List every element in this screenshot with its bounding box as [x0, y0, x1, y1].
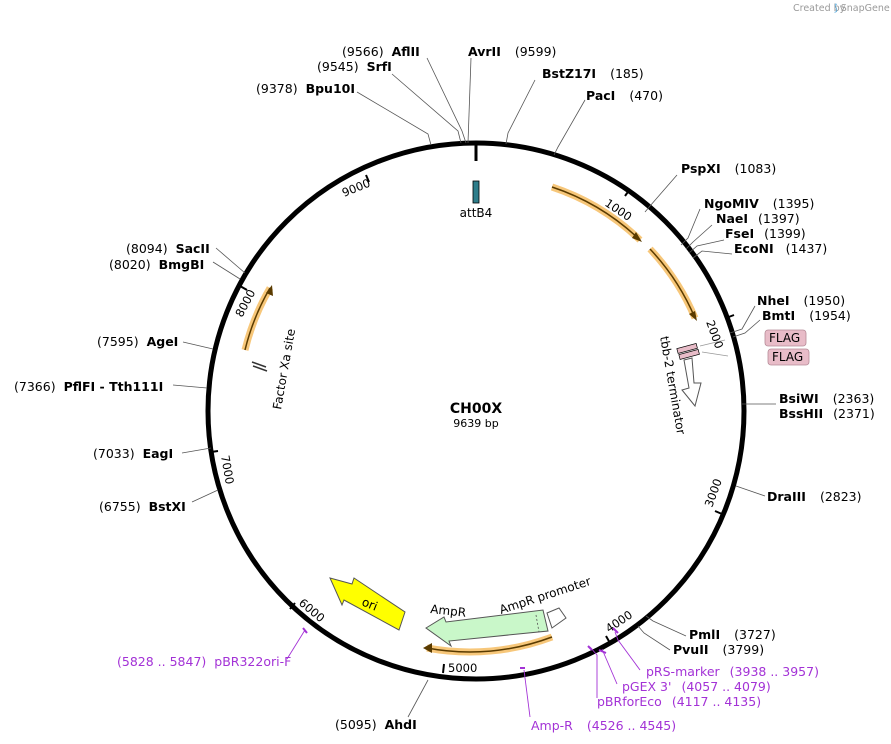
enzyme-eagi: (7033)EagI [93, 446, 173, 461]
tbb2-terminator-arrow [681, 357, 702, 408]
enzyme-avrii: AvrII(9599) [468, 44, 556, 59]
tick-label-2000: 2000 [703, 318, 726, 350]
primer-pbr322ori-f: (5828 .. 5847)pBR322ori-F [117, 654, 291, 669]
enzyme-nhei: NheI(1950) [757, 293, 845, 308]
plasmid-name: CH00X [450, 401, 502, 417]
enzyme-draiii: DraIII(2823) [767, 489, 862, 504]
ampr-promoter-feature [546, 607, 567, 629]
attb4-label: attB4 [460, 206, 493, 220]
tick-label-5000: 5000 [448, 661, 477, 675]
attb4-feature [472, 180, 480, 204]
enzyme-bpu10i: (9378)Bpu10I [256, 81, 355, 96]
flag-marks [676, 339, 729, 360]
enzyme-ngomiv: NgoMIV(1395) [704, 196, 814, 211]
primer-pgex3: pGEX 3'(4057 .. 4079) [622, 679, 771, 694]
primer-prs-marker: pRS-marker(3938 .. 3957) [646, 664, 819, 679]
ampr-feature [425, 609, 549, 648]
enzyme-ársshii: BssHII(2371) [779, 406, 875, 421]
enzyme-naei: NaeI(1397) [716, 211, 800, 226]
flag-badge-1 [764, 329, 807, 347]
enzyme-fsei: FseI(1399) [725, 226, 806, 241]
enzyme-pvuii: PvuII(3799) [673, 642, 764, 657]
snapgene-logo: ⟆ SnapGene [834, 3, 890, 14]
primer-marks [302, 627, 619, 669]
orf-arc-2 [647, 246, 699, 320]
enzyme-pspxi: PspXI(1083) [681, 161, 776, 176]
primer-pbrforeco: pBRforEco(4117 .. 4135) [597, 694, 761, 709]
plasmid-length: 9639 bp [453, 417, 498, 430]
enzyme-aflii: (9566)AflII [342, 44, 420, 59]
enzyme-bstxi: (6755)BstXI [99, 499, 186, 514]
tick-label-3000: 3000 [702, 477, 725, 509]
tick-label-7000: 7000 [218, 454, 237, 485]
ampr-promoter-label: AmpR promoter [498, 574, 593, 617]
ori-label: ori [360, 595, 380, 614]
enzyme-bstz17i: BstZ17I(185) [542, 66, 644, 81]
enzyme-pmli: PmlI(3727) [689, 627, 776, 642]
enzyme-bmti: BmtI(1954) [762, 308, 851, 323]
enzyme-bsiwi: BsiWI(2363) [779, 391, 874, 406]
flag-badge-2 [767, 348, 810, 366]
ori-feature [329, 577, 406, 631]
factor-xa-label: Factor Xa site [270, 328, 298, 411]
enzyme-econi: EcoNI(1437) [734, 241, 827, 256]
enzyme-agei: (7595)AgeI [97, 334, 178, 349]
flag-label-2: FLAG [772, 350, 803, 364]
enzyme-srfi: (9545)SrfI [317, 59, 392, 74]
enzyme-leader-lines [172, 57, 776, 718]
ampr-label: AmpR [430, 602, 467, 620]
enzyme-bmgbi: (8020)BmgBI [109, 257, 204, 272]
created-by-text: Created by [793, 3, 846, 14]
enzyme-paci: PacI(470) [586, 88, 663, 103]
flag-label-1: FLAG [769, 331, 800, 345]
enzyme-sacii: (8094)SacII [126, 241, 210, 256]
enzyme-ahdi: (5095)AhdI [335, 717, 417, 732]
enzyme-pflfi-tth111i: (7366)PflFI - Tth111I [14, 379, 163, 394]
primer-amp-r: Amp-R(4526 .. 4545) [531, 718, 676, 733]
